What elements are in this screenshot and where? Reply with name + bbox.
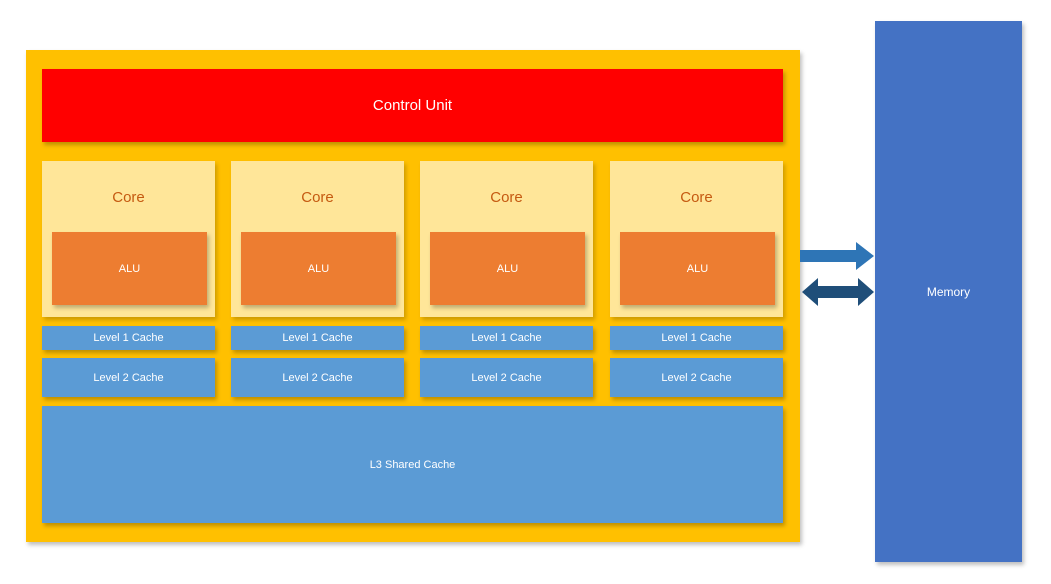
level-2-cache-2: Level 2 Cache: [231, 358, 404, 397]
core-label: Core: [490, 189, 523, 206]
core-label: Core: [112, 189, 145, 206]
core-4: Core ALU: [610, 161, 783, 317]
level-2-cache-4: Level 2 Cache: [610, 358, 783, 397]
control-unit-label: Control Unit: [372, 97, 453, 114]
alu-3: ALU: [430, 232, 585, 305]
alu-label: ALU: [686, 262, 709, 275]
cache-label: Level 2 Cache: [471, 371, 542, 384]
core-2: Core ALU: [231, 161, 404, 317]
level-1-cache-3: Level 1 Cache: [420, 326, 593, 350]
alu-4: ALU: [620, 232, 775, 305]
cache-label: Level 2 Cache: [282, 371, 353, 384]
core-label: Core: [301, 189, 334, 206]
control-unit: Control Unit: [42, 69, 783, 142]
alu-label: ALU: [307, 262, 330, 275]
cache-label: Level 2 Cache: [93, 371, 164, 384]
alu-1: ALU: [52, 232, 207, 305]
cpu-memory-arrows: [800, 242, 874, 306]
core-1: Core ALU: [42, 161, 215, 317]
arrow-to-memory-icon: [800, 242, 874, 270]
l3-shared-cache: L3 Shared Cache: [42, 406, 783, 523]
cache-label: Level 1 Cache: [661, 332, 732, 344]
level-1-cache-1: Level 1 Cache: [42, 326, 215, 350]
memory-label: Memory: [926, 284, 971, 299]
cache-label: Level 2 Cache: [661, 371, 732, 384]
arrow-bidirectional-icon: [802, 278, 874, 306]
level-2-cache-3: Level 2 Cache: [420, 358, 593, 397]
l3-label: L3 Shared Cache: [369, 458, 456, 471]
cache-label: Level 1 Cache: [471, 332, 542, 344]
alu-label: ALU: [118, 262, 141, 275]
level-1-cache-2: Level 1 Cache: [231, 326, 404, 350]
core-3: Core ALU: [420, 161, 593, 317]
cache-label: Level 1 Cache: [93, 332, 164, 344]
level-1-cache-4: Level 1 Cache: [610, 326, 783, 350]
core-label: Core: [680, 189, 713, 206]
alu-label: ALU: [496, 262, 519, 275]
alu-2: ALU: [241, 232, 396, 305]
memory-block: Memory: [875, 21, 1022, 562]
level-2-cache-1: Level 2 Cache: [42, 358, 215, 397]
cache-label: Level 1 Cache: [282, 332, 353, 344]
